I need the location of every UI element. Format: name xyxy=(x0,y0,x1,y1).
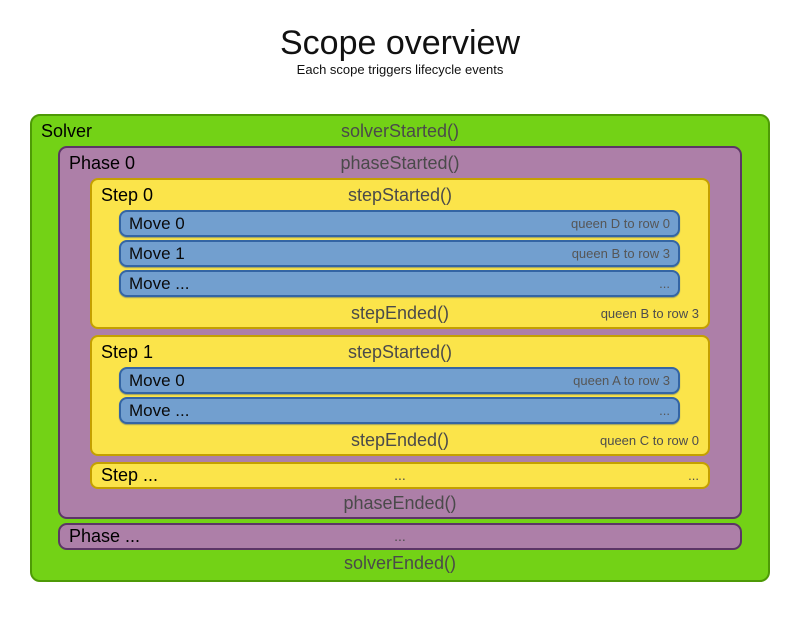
solver-scope-box: Solver solverStarted() Phase 0 phaseStar… xyxy=(30,114,770,582)
step-more-center-ellipsis: ... xyxy=(394,467,406,483)
phase-ended-event: phaseEnded() xyxy=(343,493,457,513)
move-detail: queen D to row 0 xyxy=(570,216,670,231)
step-1-started-event: stepStarted() xyxy=(347,342,453,362)
move-detail: ... xyxy=(659,276,670,291)
page-subtitle: Each scope triggers lifecycle events xyxy=(296,62,504,77)
step-1-scope-box: Step 1 stepStarted() Move 0 queen A to r… xyxy=(90,335,710,456)
move-label: Move 0 xyxy=(129,213,185,233)
step-0-ended-detail: queen B to row 3 xyxy=(600,306,699,321)
step-0-started-event: stepStarted() xyxy=(347,185,453,205)
page-title: Scope overview xyxy=(279,24,520,62)
move-detail: queen A to row 3 xyxy=(573,373,670,388)
step-0-ended-event: stepEnded() xyxy=(350,303,450,323)
move-label: Move ... xyxy=(129,273,190,293)
move-label: Move ... xyxy=(129,400,190,420)
step-1-ended-event: stepEnded() xyxy=(350,430,450,450)
step-more-right-ellipsis: ... xyxy=(688,468,699,483)
step-0-ended-row: stepEnded() queen B to row 3 xyxy=(92,300,708,327)
phase-ended-row: phaseEnded() xyxy=(60,489,740,517)
step-0-label: Step 0 xyxy=(101,185,154,205)
solver-started-event: solverStarted() xyxy=(340,121,460,141)
phase-more-box: Phase ... ... xyxy=(58,523,742,550)
phase-more-label: Phase ... xyxy=(69,526,141,546)
phase-more-center-ellipsis: ... xyxy=(394,528,406,544)
step-0-scope-box: Step 0 stepStarted() Move 0 queen D to r… xyxy=(90,178,710,329)
solver-ended-row: solverEnded() xyxy=(32,550,768,580)
solver-label: Solver xyxy=(41,121,93,141)
step-more-label: Step ... xyxy=(101,465,159,485)
step-1-ended-detail: queen C to row 0 xyxy=(599,433,699,448)
phase-0-label: Phase 0 xyxy=(69,153,136,173)
step-1-move-more-box: Move ... ... xyxy=(119,397,680,424)
phase-0-header: Phase 0 phaseStarted() xyxy=(60,148,740,178)
solver-header: Solver solverStarted() xyxy=(32,116,768,146)
move-label: Move 0 xyxy=(129,370,185,390)
step-0-header: Step 0 stepStarted() xyxy=(92,180,708,210)
phase-started-event: phaseStarted() xyxy=(340,153,460,173)
solver-ended-event: solverEnded() xyxy=(343,553,457,573)
step-1-label: Step 1 xyxy=(101,342,154,362)
phase-0-scope-box: Phase 0 phaseStarted() Step 0 stepStarte… xyxy=(58,146,742,519)
step-1-move-0-box: Move 0 queen A to row 3 xyxy=(119,367,680,394)
step-1-header: Step 1 stepStarted() xyxy=(92,337,708,367)
step-0-move-1-box: Move 1 queen B to row 3 xyxy=(119,240,680,267)
move-detail: queen B to row 3 xyxy=(571,246,670,261)
step-0-move-0-box: Move 0 queen D to row 0 xyxy=(119,210,680,237)
step-more-box: Step ... ... ... xyxy=(90,462,710,489)
step-0-move-more-box: Move ... ... xyxy=(119,270,680,297)
move-label: Move 1 xyxy=(129,243,185,263)
move-detail: ... xyxy=(659,403,670,418)
step-1-ended-row: stepEnded() queen C to row 0 xyxy=(92,427,708,454)
